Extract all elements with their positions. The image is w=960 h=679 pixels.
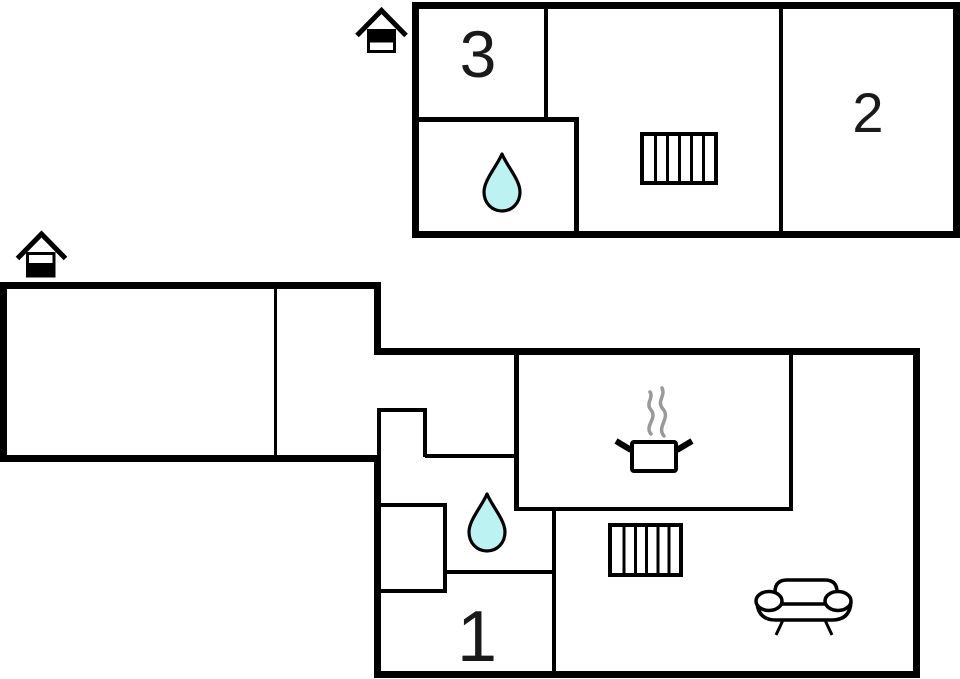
annex-wall-bottom [0, 455, 381, 462]
radiator-icon [608, 523, 683, 577]
annex-wall-right-upper [374, 282, 381, 355]
sofa-icon [754, 578, 853, 636]
house-upper-storey-filled-icon [355, 6, 408, 53]
room3-bottom-wall [412, 117, 579, 122]
ground-floor-annex [0, 230, 381, 462]
upper-wall-bottom [412, 231, 960, 238]
room3-right-wall [544, 9, 548, 122]
upper-wall-right [953, 2, 960, 238]
room-1-label: 1 [457, 597, 497, 677]
main-wall-right [913, 348, 920, 678]
closet-bottom-wall [378, 589, 447, 593]
room-3-label: 3 [460, 17, 497, 91]
upper-bath-right-wall [574, 117, 579, 231]
annex-interior-wall [274, 289, 277, 455]
steam-icon [658, 386, 668, 438]
kitchen-bottom-wall [514, 507, 793, 511]
kitchen-right-wall [789, 355, 793, 511]
hall-niche-right-wall [423, 408, 427, 457]
main-wall-left [374, 455, 381, 678]
water-drop-icon [467, 492, 507, 553]
radiator-icon [640, 132, 718, 185]
main-wall-top [374, 348, 920, 355]
annex-wall-top [0, 282, 381, 289]
ground-floor-main-plan: 1 [374, 348, 920, 678]
room1-top-wall [443, 570, 556, 574]
water-drop-icon [482, 152, 522, 213]
room-2-label: 2 [852, 81, 883, 144]
house-lower-storey-filled-icon [15, 230, 68, 278]
upper-floor-plan: 3 2 [355, 2, 960, 238]
closet-top-wall [378, 503, 447, 507]
steam-icon [647, 390, 655, 436]
hall-niche-left-wall [377, 408, 381, 459]
main-wall-bottom [374, 671, 920, 678]
hall-niche-top-wall [377, 408, 427, 412]
cooking-pot-icon [614, 386, 694, 473]
annex-wall-left [0, 282, 7, 462]
bathroom-top-wall [425, 454, 519, 458]
kitchen-left-wall [514, 355, 519, 511]
closet-right-wall [443, 503, 447, 593]
upper-wall-top [412, 2, 960, 9]
room2-left-wall [779, 9, 783, 231]
livingroom-divider-wall [552, 511, 556, 671]
